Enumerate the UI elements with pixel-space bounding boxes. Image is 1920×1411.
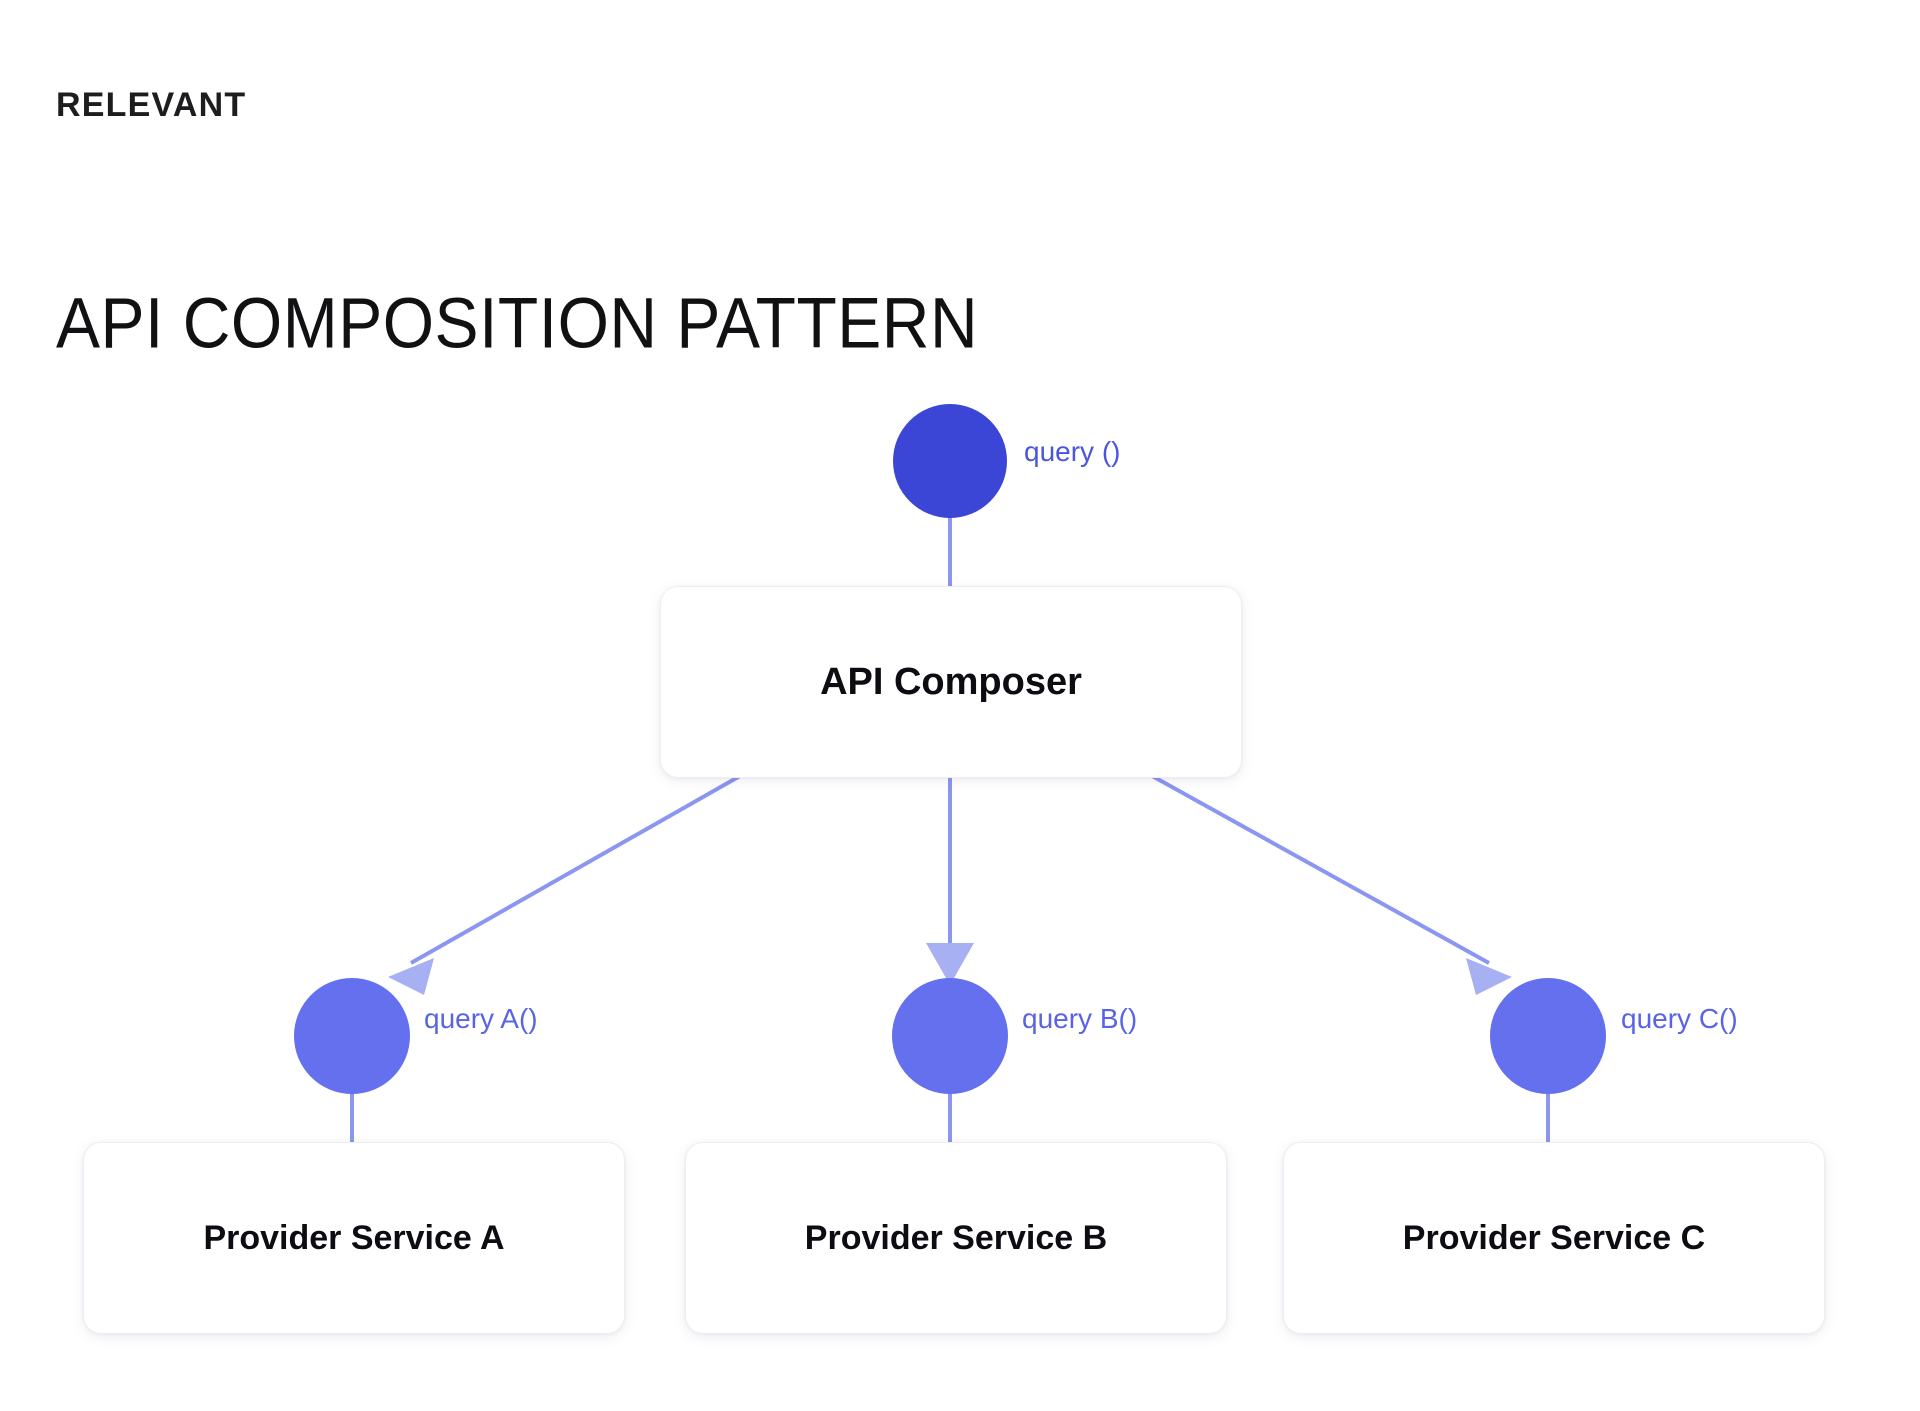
provider-service-a-card[interactable]: Provider Service A <box>83 1142 625 1334</box>
connector-composer-to-query-c <box>1144 770 1512 995</box>
provider-service-c-label: Provider Service C <box>1402 1219 1706 1257</box>
page-title: API COMPOSITION PATTERN <box>56 282 979 363</box>
provider-service-c-card[interactable]: Provider Service C <box>1283 1142 1825 1334</box>
provider-service-b-label: Provider Service B <box>804 1219 1108 1257</box>
query-a-label: query A() <box>424 1003 538 1034</box>
query-c-label: query C() <box>1621 1003 1738 1034</box>
api-composer-card[interactable]: API Composer <box>660 586 1242 778</box>
connector-composer-to-query-a <box>388 770 748 995</box>
query-root-label: query () <box>1024 436 1121 467</box>
brand-logo: RELEVANT <box>56 86 247 124</box>
query-root-circle[interactable] <box>893 404 1007 518</box>
query-c-circle[interactable] <box>1490 978 1606 1094</box>
provider-service-b-card[interactable]: Provider Service B <box>685 1142 1227 1334</box>
query-b-label: query B() <box>1022 1003 1138 1034</box>
query-a-circle[interactable] <box>294 978 410 1094</box>
provider-service-a-label: Provider Service A <box>203 1219 505 1257</box>
api-composer-label: API Composer <box>820 661 1082 703</box>
query-b-circle[interactable] <box>892 978 1008 1094</box>
connector-composer-to-query-b <box>926 772 974 985</box>
